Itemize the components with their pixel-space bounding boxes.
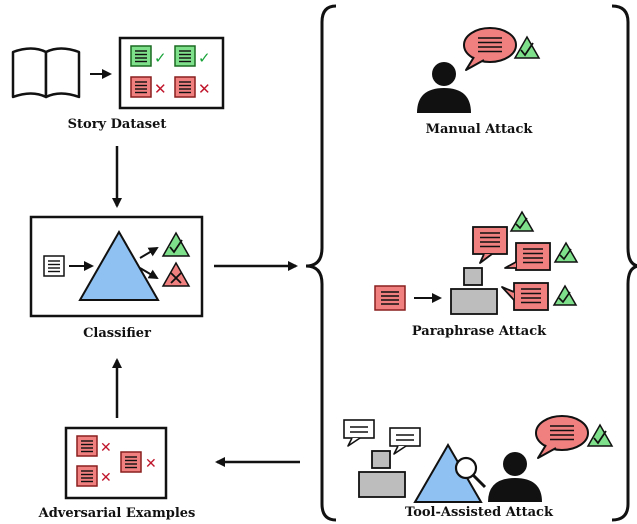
white-speech-bubble-2 bbox=[389, 427, 421, 455]
adversarial-examples-label: Adversarial Examples bbox=[38, 506, 196, 521]
rejected-triangle-icon bbox=[161, 261, 191, 287]
dataset-doc-green-2 bbox=[174, 45, 196, 67]
classifier-label: Classifier bbox=[83, 326, 151, 341]
person-icon bbox=[417, 62, 471, 113]
check-mark-icon: ✓ bbox=[154, 49, 167, 67]
classifier-triangle bbox=[78, 229, 160, 301]
magnifier-icon bbox=[454, 456, 487, 489]
cross-mark-icon: ✕ bbox=[100, 470, 112, 486]
speech-bubble-icon bbox=[463, 27, 517, 71]
speech-bubble-icon bbox=[535, 415, 589, 459]
paraphrase-bubble-1 bbox=[472, 226, 508, 264]
cross-mark-icon: ✕ bbox=[154, 80, 167, 98]
approved-triangle-icon bbox=[586, 423, 614, 447]
paraphrase-attack-illustration bbox=[374, 210, 579, 315]
computer-icon bbox=[358, 450, 406, 498]
cross-mark-icon: ✕ bbox=[198, 80, 211, 98]
classifier-input-doc bbox=[43, 255, 65, 277]
paraphrase-bubble-3 bbox=[501, 282, 549, 311]
check-mark-icon: ✓ bbox=[198, 49, 211, 67]
person-icon bbox=[488, 452, 542, 502]
tool-assisted-attack-label: Tool-Assisted Attack bbox=[405, 505, 553, 520]
approved-triangle-icon bbox=[552, 284, 578, 306]
approved-triangle-icon bbox=[161, 231, 191, 257]
dataset-doc-red-2 bbox=[174, 76, 196, 98]
dataset-doc-red-1 bbox=[130, 76, 152, 98]
computer-icon bbox=[450, 267, 498, 315]
original-doc bbox=[374, 285, 406, 311]
paraphrase-attack-label: Paraphrase Attack bbox=[411, 324, 547, 339]
cross-mark-icon: ✕ bbox=[145, 456, 157, 472]
approved-triangle-icon bbox=[553, 241, 579, 263]
white-speech-bubble-1 bbox=[343, 419, 375, 447]
manual-attack-label: Manual Attack bbox=[425, 122, 533, 137]
story-dataset-box: ✓ ✓ ✕ ✕ bbox=[118, 36, 225, 110]
approved-triangle-icon bbox=[509, 210, 535, 232]
book-icon bbox=[11, 47, 81, 99]
manual-attack-illustration bbox=[417, 27, 541, 113]
adversarial-examples-box: ✕ ✕ ✕ bbox=[64, 426, 168, 500]
paraphrase-bubble-2 bbox=[504, 242, 551, 271]
approved-triangle-icon bbox=[513, 35, 541, 59]
story-dataset-label: Story Dataset bbox=[67, 117, 167, 132]
right-brace bbox=[611, 4, 637, 522]
left-brace bbox=[305, 4, 337, 522]
cross-mark-icon: ✕ bbox=[100, 440, 112, 456]
classifier-box bbox=[29, 215, 204, 318]
tool-assisted-attack-illustration bbox=[343, 415, 614, 503]
dataset-doc-green-1 bbox=[130, 45, 152, 67]
